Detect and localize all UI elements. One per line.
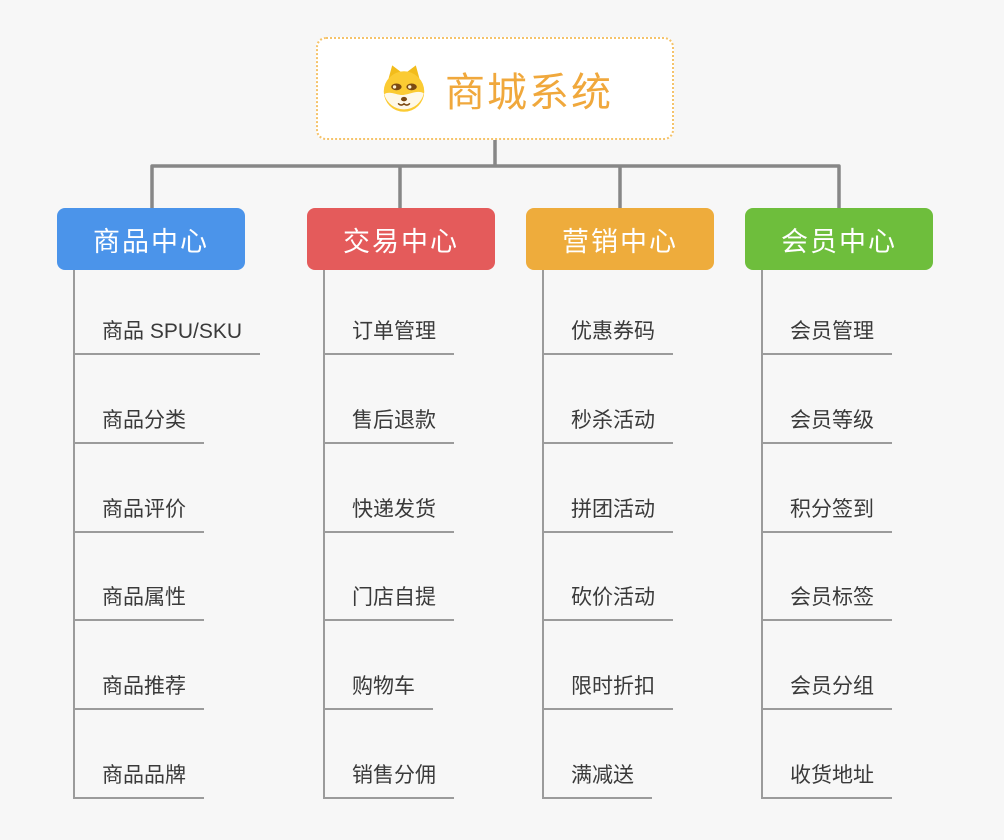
leaf-node[interactable]: 商品 SPU/SKU [73, 315, 261, 355]
branch-vertical-line [761, 270, 763, 799]
leaf-node[interactable]: 满减送 [542, 759, 652, 799]
branch-vertical-line [542, 270, 544, 799]
leaf-node[interactable]: 商品推荐 [73, 670, 204, 710]
leaf-node[interactable]: 拼团活动 [542, 493, 673, 533]
leaf-node[interactable]: 售后退款 [323, 404, 454, 444]
leaf-node[interactable]: 商品分类 [73, 404, 204, 444]
leaf-node[interactable]: 会员分组 [761, 670, 892, 710]
leaf-node[interactable]: 商品属性 [73, 581, 204, 621]
leaf-node[interactable]: 商品评价 [73, 493, 204, 533]
leaf-node[interactable]: 购物车 [323, 670, 433, 710]
leaf-node[interactable]: 会员管理 [761, 315, 892, 355]
branch-vertical-line [73, 270, 75, 799]
leaf-node[interactable]: 秒杀活动 [542, 404, 673, 444]
leaf-node[interactable]: 快递发货 [323, 493, 454, 533]
leaf-node[interactable]: 门店自提 [323, 581, 454, 621]
leaf-node[interactable]: 积分签到 [761, 493, 892, 533]
leaf-node[interactable]: 优惠券码 [542, 315, 673, 355]
leaf-node[interactable]: 砍价活动 [542, 581, 673, 621]
leaf-node[interactable]: 订单管理 [323, 315, 454, 355]
doge-icon [377, 62, 431, 116]
leaf-node[interactable]: 会员等级 [761, 404, 892, 444]
leaf-node[interactable]: 收货地址 [761, 759, 892, 799]
branch-bus-line [150, 164, 841, 208]
branch-node-2[interactable]: 交易中心 [307, 208, 495, 270]
branch-node-1[interactable]: 商品中心 [57, 208, 245, 270]
root-title: 商城系统 [445, 70, 613, 115]
branch-vertical-line [323, 270, 325, 799]
root-node[interactable]: 商城系统 [316, 37, 674, 140]
leaf-node[interactable]: 商品品牌 [73, 759, 204, 799]
leaf-node[interactable]: 会员标签 [761, 581, 892, 621]
branch-node-3[interactable]: 营销中心 [526, 208, 714, 270]
leaf-node[interactable]: 销售分佣 [323, 759, 454, 799]
leaf-node[interactable]: 限时折扣 [542, 670, 673, 710]
branch-node-4[interactable]: 会员中心 [745, 208, 933, 270]
